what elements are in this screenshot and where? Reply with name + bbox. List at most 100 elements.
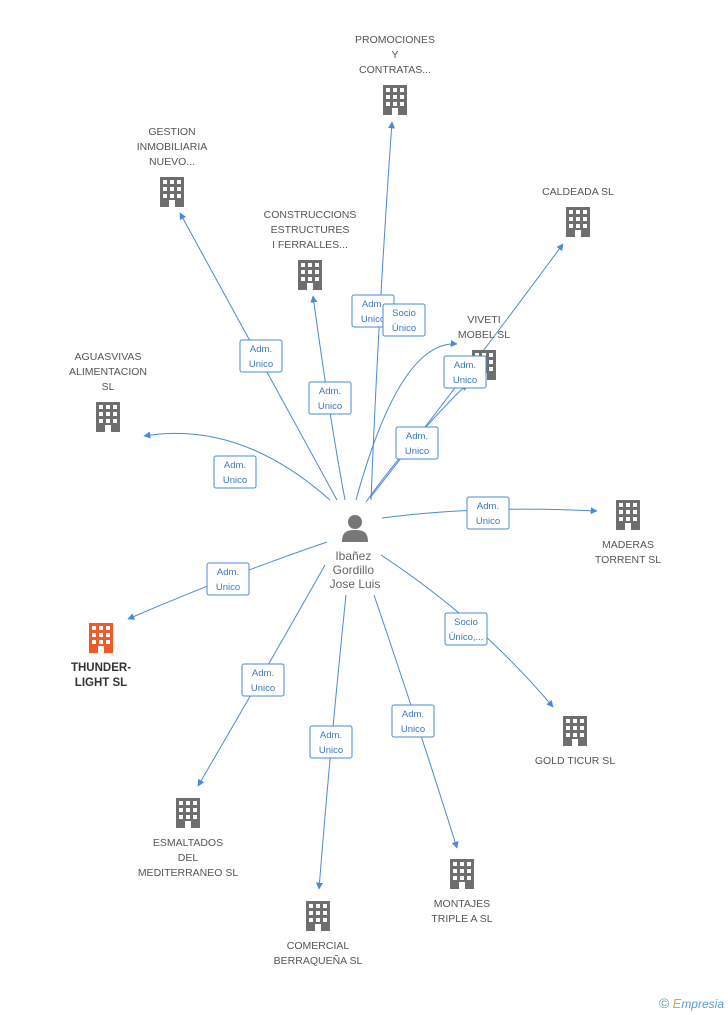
relation-badge-box [382,303,426,337]
company-nodes: PROMOCIONESYCONTRATAS...GESTIONINMOBILIA… [69,34,661,967]
company-label: Y [391,49,398,61]
relation-badge-text: Adm. [477,501,499,512]
relation-badge-text: Unico [476,516,500,527]
relation-badge-box [206,562,250,596]
relation-badge-text: Adm. [406,431,428,442]
relation-badge-box [466,496,510,530]
company-label: PROMOCIONES [355,34,435,46]
company-label: MOBEL SL [458,329,510,341]
relation-badge-viveti[interactable]: Adm.Unico [443,355,487,389]
company-node-construcciones[interactable]: CONSTRUCCIONS ESTRUCTURES I FERRALLES... [264,209,357,290]
relation-badge-comercial[interactable]: Adm.Unico [309,725,353,759]
company-node-promociones[interactable]: PROMOCIONES Y CONTRATAS... [355,34,435,115]
building-icon [160,177,184,207]
company-label: MADERAS [602,539,654,551]
company-label: BERRAQUEÑA SL [274,954,363,967]
building-icon [176,798,200,828]
building-icon [96,402,120,432]
relation-badge-text: Adm. [402,709,424,720]
company-label: CONTRATAS... [359,64,431,76]
relation-badge-text: Adm. [320,730,342,741]
relation-badge-box [239,339,283,373]
edges [127,121,598,890]
relation-badge-gestion[interactable]: Adm.Unico [239,339,283,373]
building-icon [298,260,322,290]
relation-badge-construcciones[interactable]: Adm.Unico [308,381,352,415]
relation-badge-box [309,725,353,759]
relation-badge-box [443,355,487,389]
relation-badge-text: Único [392,323,416,334]
relation-badge-text: Adm. [319,386,341,397]
company-label: CALDEADA SL [542,186,614,198]
relation-badge-thunder[interactable]: Adm. Unico [206,562,250,596]
empresia-logo-text: mpresia [681,997,724,1011]
relation-badge-box [308,381,352,415]
edge-line-aguasvivas [143,431,331,501]
relation-badge-text: Adm. [250,344,272,355]
building-icon [616,500,640,530]
relation-badge-text: Adm. [454,360,476,371]
company-node-comercial[interactable]: COMERCIAL BERRAQUEÑA SL [274,901,363,967]
company-node-goldticur[interactable]: GOLD TICUR SL [535,716,615,767]
company-label: CONSTRUCCIONS [264,209,357,221]
relation-badge-montajes[interactable]: Adm. Unico [391,704,435,738]
empresia-logo-initial: E [672,996,682,1011]
company-label: ESTRUCTURES [271,224,350,236]
person-name-line-3: Jose Luis [330,577,381,591]
company-label: ESMALTADOS [153,837,223,849]
relation-badge-box [444,612,488,646]
relation-badge-text: Socio [392,308,416,319]
company-label: NUEVO... [149,156,195,168]
relation-badge-text: Unico [405,446,429,457]
company-node-gestion[interactable]: GESTIONINMOBILIARIANUEVO... [137,126,208,207]
person-name-line-2: Gordillo [333,563,375,577]
relation-badge-caldeada[interactable]: Adm. Unico [395,426,439,460]
company-node-thunder[interactable]: THUNDER- LIGHT SL [71,623,131,689]
company-node-aguasvivas[interactable]: AGUASVIVAS ALIMENTACION SL [69,351,147,432]
relation-badge-box [391,704,435,738]
relation-badges: Adm.UnicoAdm.UnicoAdm.UnicoSocioÚnicoAdm… [206,294,510,759]
relation-badge-text: Unico [361,314,385,325]
relation-badge-goldticur[interactable]: SocioÚnico,... [444,612,488,646]
company-label: VIVETI [467,314,500,326]
relation-badge-text: Unico [216,582,240,593]
svg-text:Ibañez Gordillo Jo: Ibañez Gordillo Jose Luis [330,549,381,591]
building-icon [306,901,330,931]
relation-badge-text: Unico [251,683,275,694]
relation-badge-box [395,426,439,460]
relation-badge-text: Adm. [217,567,239,578]
company-label: LIGHT SL [75,677,127,689]
company-node-montajes[interactable]: MONTAJES TRIPLE A SL [431,859,493,925]
company-label: COMERCIAL [287,940,350,952]
company-label: MONTAJES [434,898,490,910]
company-label: DEL [178,852,199,864]
person-name-line-1: Ibañez [335,549,371,563]
edge-line-viveti [355,340,458,501]
company-node-maderas[interactable]: MADERAS TORRENT SL [595,500,661,566]
relation-badge-esmaltados[interactable]: Adm. Unico [241,663,285,697]
copyright-footer: © Empresia [659,995,724,1011]
relation-badge-text: Adm. [362,299,384,310]
company-label: AGUASVIVAS [75,351,142,363]
company-label: THUNDER- [71,662,131,674]
relation-badge-text: Adm. [252,668,274,679]
relation-badge-text: Único,... [449,632,484,643]
relation-badge-text: Unico [401,724,425,735]
relation-badge-aguasvivas[interactable]: Adm.Unico [213,455,257,489]
person-node[interactable]: Ibañez Gordillo Jose Luis [330,515,381,591]
company-node-caldeada[interactable]: CALDEADA SL [542,186,614,237]
company-label: I FERRALLES... [272,239,348,251]
company-label: INMOBILIARIA [137,141,208,153]
copyright-symbol: © [658,995,670,1011]
building-icon [566,207,590,237]
company-label: SL [102,381,115,393]
relation-badge-box [213,455,257,489]
company-label: ALIMENTACION [69,366,147,378]
company-node-viveti[interactable]: VIVETI MOBEL SL [458,314,510,380]
company-label: TORRENT SL [595,554,661,566]
relation-badge-maderas[interactable]: Adm. Unico [466,496,510,530]
company-label: TRIPLE A SL [431,913,492,925]
